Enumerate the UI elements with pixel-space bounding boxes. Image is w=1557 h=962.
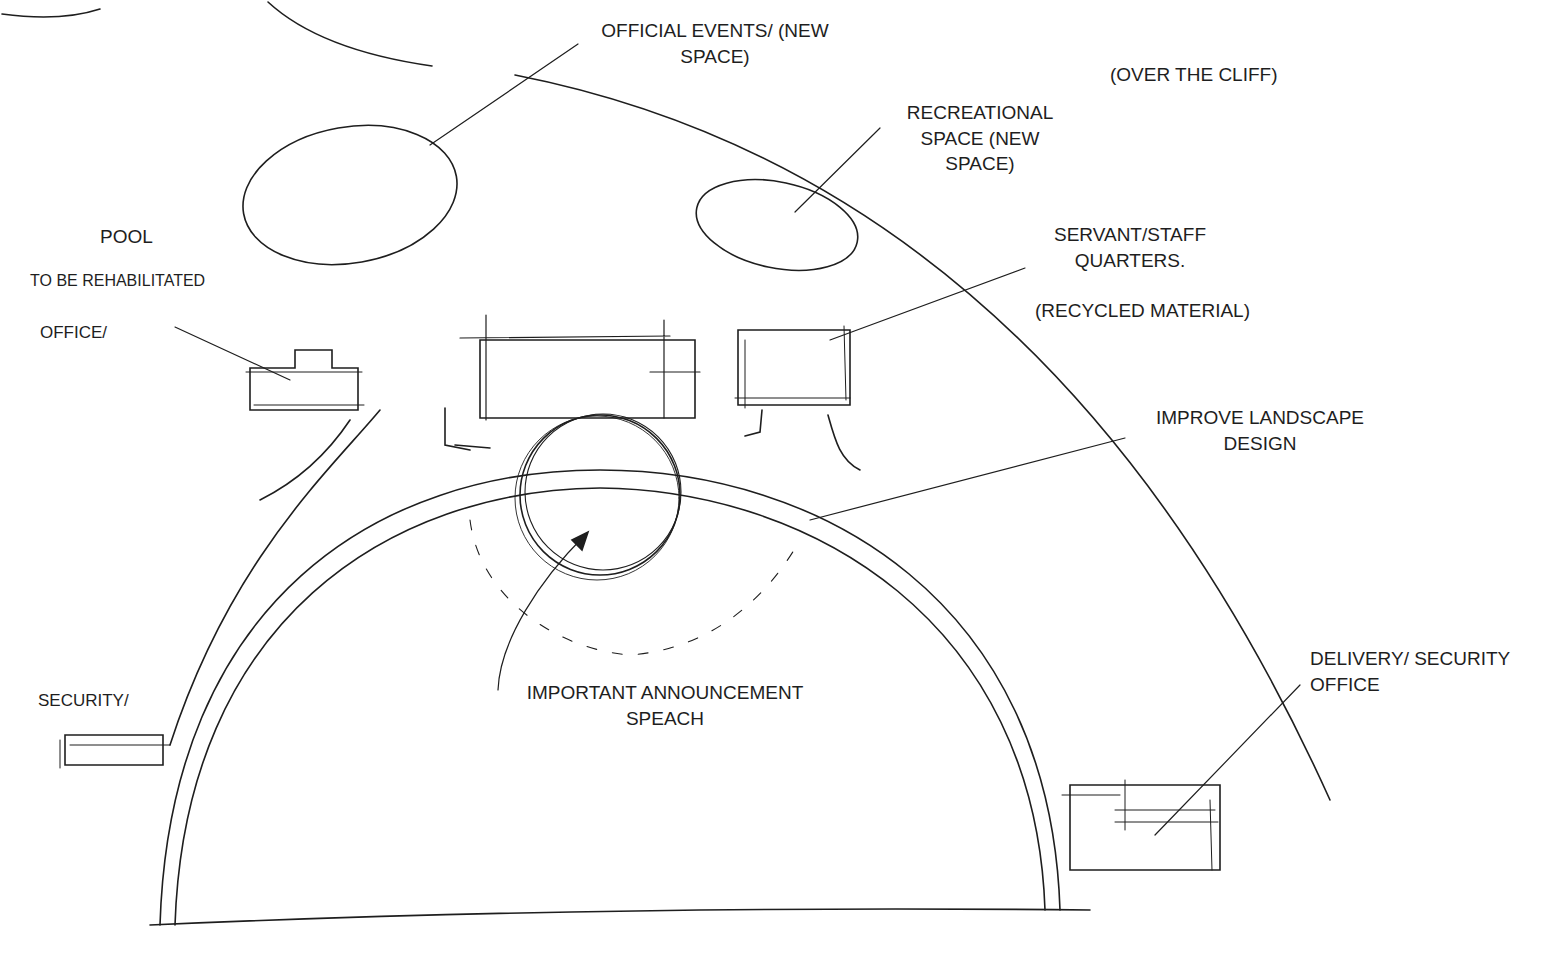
- speech-circle: [515, 416, 679, 580]
- recreational-space: [688, 166, 866, 284]
- delivery-building: [1070, 785, 1220, 870]
- leader-line: [175, 327, 290, 380]
- annotation-label: TO BE REHABILITATED: [30, 270, 290, 292]
- ground-line: [150, 909, 1090, 925]
- annotation-label: IMPROVE LANDSCAPE DESIGN: [1140, 405, 1380, 456]
- annotation-label: (RECYCLED MATERIAL): [1035, 298, 1355, 324]
- staff-quarters: [738, 330, 850, 405]
- annotation-label: (OVER THE CLIFF): [1110, 62, 1370, 88]
- path-line: [745, 410, 860, 470]
- speech-circle: [525, 414, 681, 570]
- leader-line: [795, 128, 880, 212]
- events-space: [232, 109, 468, 280]
- sketch-stroke: [246, 372, 364, 405]
- dashed-zone: [470, 520, 800, 655]
- annotation-label: DELIVERY/ SECURITY OFFICE: [1310, 646, 1520, 697]
- sketch-stroke: [460, 315, 700, 420]
- leader-line: [430, 44, 578, 145]
- leader-line: [810, 438, 1125, 520]
- speech-circle: [520, 415, 680, 575]
- leader-arrow: [498, 535, 585, 690]
- path-line: [445, 408, 490, 450]
- path-line: [170, 410, 380, 745]
- annotation-label: SERVANT/STAFF QUARTERS.: [1030, 222, 1230, 273]
- security-building: [65, 735, 163, 765]
- landscape-arc: [160, 470, 1060, 925]
- arrow-head: [572, 532, 588, 550]
- annotation-label: OFFICIAL EVENTS/ (NEW SPACE): [580, 18, 850, 69]
- sketch-stroke: [735, 326, 850, 408]
- office-building: [250, 350, 358, 410]
- leader-line: [830, 268, 1025, 340]
- annotation-label: OFFICE/: [40, 322, 160, 345]
- main-building: [480, 340, 695, 418]
- annotation-label: SECURITY/: [38, 690, 178, 713]
- terrain-line: [2, 9, 100, 17]
- annotation-label: RECREATIONAL SPACE (NEW SPACE): [885, 100, 1075, 177]
- leader-line: [1155, 685, 1300, 835]
- annotation-label: IMPORTANT ANNOUNCEMENT SPEACH: [495, 680, 835, 731]
- sketch-stroke: [60, 740, 170, 768]
- landscape-arc: [175, 488, 1045, 925]
- terrain-line: [268, 2, 432, 66]
- annotation-label: POOL: [100, 224, 220, 250]
